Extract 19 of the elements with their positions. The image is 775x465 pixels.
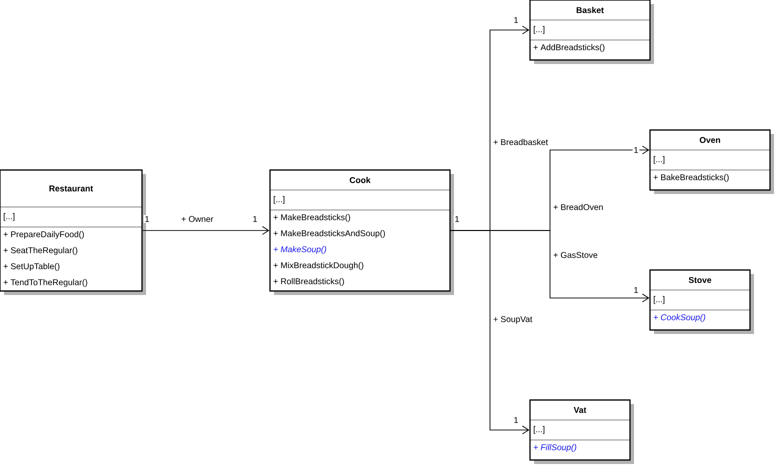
- class-box: Basket [...] + AddBreadsticks(): [529, 0, 654, 64]
- multiplicity-label: 1: [634, 287, 638, 293]
- multiplicity-label: 1: [634, 147, 638, 153]
- class-box: Vat [...] + FillSoup(): [529, 399, 634, 464]
- class-box: Oven [...] + BakeBreadsticks(): [649, 129, 774, 194]
- multiplicity-label: 1: [514, 417, 518, 423]
- role-label: + BreadOven: [554, 204, 603, 210]
- role-label: + GasStove: [554, 252, 598, 258]
- multiplicity-label: 1: [145, 216, 149, 222]
- association-arrow: [142, 226, 270, 235]
- class-box: Cook [...] + MakeBreadsticks() + MakeBreadsticksAndSoup() + MakeSoup() + MixBreadstickDough() + RollBreadsticks(): [269, 169, 454, 295]
- multiplicity-label: 1: [514, 17, 518, 23]
- association-arrow: [450, 230, 530, 434]
- role-label: + SoupVat: [494, 316, 532, 324]
- class-box: Stove [...] + CookSoup(): [649, 269, 754, 334]
- role-label: + Owner: [182, 216, 214, 222]
- role-label: + Breadbasket: [494, 138, 548, 146]
- class-box: Restaurant [...] + PrepareDailyFood() + SeatTheRegular() + SetUpTable() + TendToTheRegular(): [0, 169, 146, 295]
- multiplicity-label: 1: [253, 216, 257, 222]
